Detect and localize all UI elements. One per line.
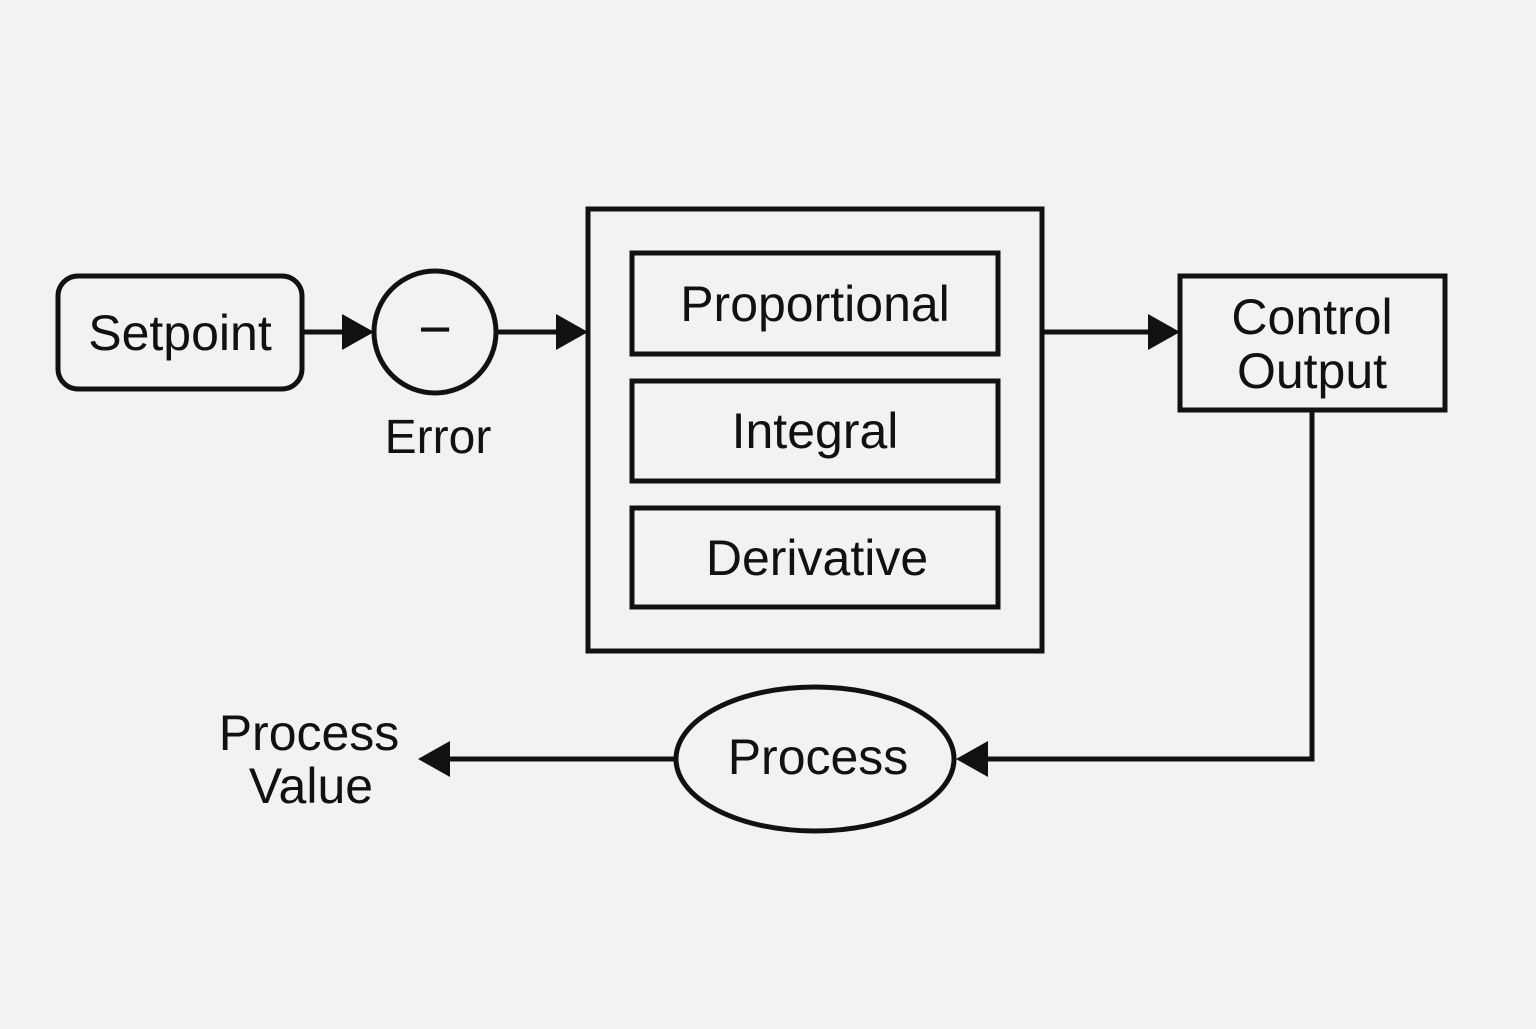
process-value-label-line1: Process [219, 705, 400, 761]
arrowhead-icon [556, 314, 588, 350]
setpoint-label: Setpoint [88, 305, 272, 361]
pid-outer-box [585, 206, 1045, 654]
arrow-pid-to-output [1042, 314, 1180, 350]
process-block: Process [673, 684, 957, 834]
control-output-label-line1: Control [1231, 289, 1392, 345]
arrowhead-icon [418, 741, 450, 777]
proportional-label: Proportional [680, 276, 950, 332]
arrowhead-icon [1148, 314, 1180, 350]
arrow-output-to-process [956, 410, 1315, 777]
pid-controller-block: Proportional Integral Derivative [585, 206, 1045, 654]
control-output-label-line2: Output [1237, 343, 1387, 399]
process-value-label: Process Value [219, 705, 400, 814]
process-label: Process [728, 729, 909, 785]
process-value-label-line2: Value [249, 758, 373, 814]
arrow-process-to-value [418, 741, 676, 777]
minus-sign: − [418, 297, 452, 362]
setpoint-block: Setpoint [55, 273, 305, 392]
error-label: Error [385, 411, 492, 464]
arrowhead-icon [956, 741, 988, 777]
summing-junction: − [371, 268, 499, 396]
arrow-setpoint-to-junction [302, 314, 374, 350]
arrowhead-icon [342, 314, 374, 350]
control-output-block: Control Output [1177, 273, 1448, 413]
feedback-line [988, 410, 1315, 762]
derivative-box [629, 505, 1001, 610]
integral-box [629, 378, 1001, 484]
arrow-junction-to-pid [496, 314, 588, 350]
proportional-box [629, 250, 1001, 357]
integral-label: Integral [732, 403, 899, 459]
derivative-label: Derivative [706, 530, 928, 586]
